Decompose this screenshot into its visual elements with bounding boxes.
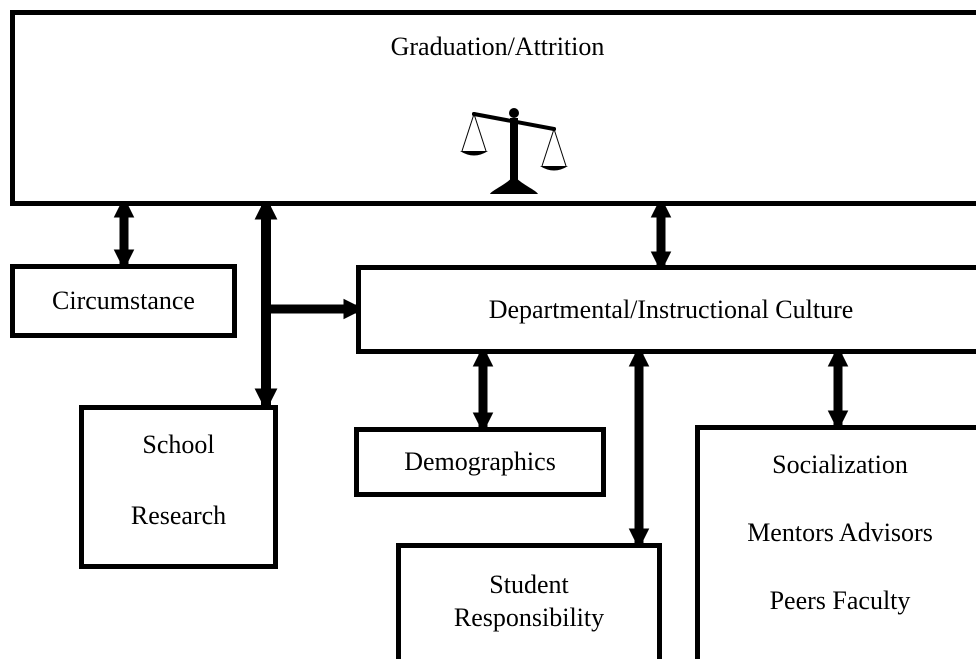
- school-label: School: [142, 430, 215, 459]
- mentors-advisors-label: Mentors Advisors: [747, 518, 933, 547]
- departmental-culture-box: Departmental/Instructional Culture: [356, 265, 976, 354]
- graduation-attrition-box: Graduation/Attrition: [10, 10, 976, 206]
- peers-faculty-label: Peers Faculty: [769, 586, 911, 615]
- school-research-box: School Research: [79, 405, 278, 569]
- graduation-attrition-label: Graduation/Attrition: [390, 32, 605, 61]
- socialization-label: Socialization: [772, 450, 908, 479]
- student-label: Student: [489, 570, 569, 599]
- circumstance-label: Circumstance: [52, 286, 195, 315]
- demographics-label: Demographics: [404, 447, 556, 476]
- responsibility-label: Responsibility: [453, 603, 605, 632]
- demographics-box: Demographics: [354, 427, 606, 497]
- departmental-culture-label: Departmental/Instructional Culture: [488, 294, 854, 324]
- balance-scale-icon: [460, 108, 568, 194]
- student-responsibility-box: Student Responsibility: [396, 543, 662, 659]
- socialization-box: Socialization Mentors Advisors Peers Fac…: [695, 425, 976, 659]
- circumstance-box: Circumstance: [10, 264, 237, 338]
- research-label: Research: [130, 501, 227, 530]
